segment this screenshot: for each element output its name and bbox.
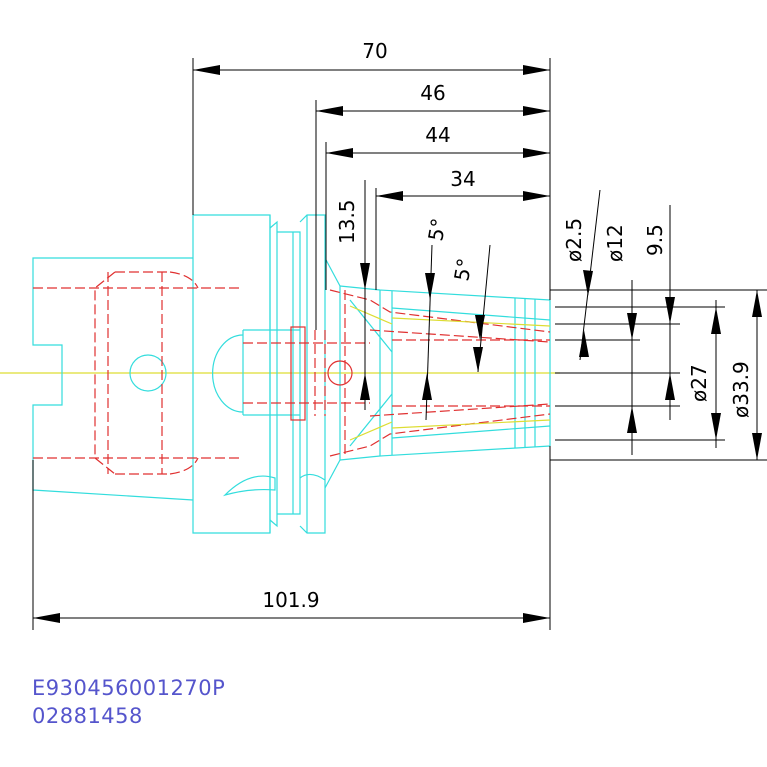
dim-44: 44 xyxy=(425,123,450,147)
dim-13-5: 13.5 xyxy=(335,199,359,244)
dim-34: 34 xyxy=(450,167,475,191)
dim-dia-33-9: ø33.9 xyxy=(729,361,753,418)
dim-9-5: 9.5 xyxy=(643,224,667,256)
dim-angle-5-upper: 5° xyxy=(423,216,451,243)
dim-dia-2-5: ø2.5 xyxy=(562,218,586,262)
dim-angle-5-lower: 5° xyxy=(449,256,477,283)
part-number: 02881458 xyxy=(32,704,143,728)
part-code: E930456001270P xyxy=(32,676,226,700)
dim-46: 46 xyxy=(420,81,445,105)
tool-holder-outline xyxy=(32,214,551,534)
dim-101-9: 101.9 xyxy=(262,588,319,612)
dim-dia-27: ø27 xyxy=(687,364,711,402)
dim-70: 70 xyxy=(362,39,387,63)
dimension-lines xyxy=(32,58,767,630)
dim-dia-12: ø12 xyxy=(603,224,627,262)
